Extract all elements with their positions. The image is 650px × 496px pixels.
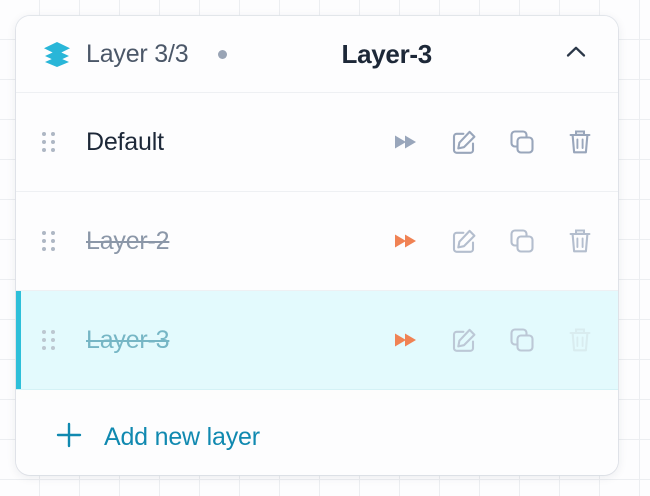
status-dot bbox=[218, 49, 228, 59]
table-row[interactable]: Layer-3 bbox=[16, 291, 618, 390]
layer-name-label: Layer-2 bbox=[86, 226, 170, 255]
drag-handle-icon[interactable] bbox=[42, 330, 56, 350]
drag-handle-icon[interactable] bbox=[42, 231, 56, 251]
edit-icon[interactable] bbox=[448, 324, 480, 356]
row-actions bbox=[390, 324, 596, 356]
row-actions bbox=[390, 126, 596, 158]
table-row[interactable]: Default bbox=[16, 93, 618, 192]
duplicate-icon[interactable] bbox=[506, 126, 538, 158]
add-new-layer-button[interactable]: Add new layer bbox=[54, 420, 260, 455]
delete-icon[interactable] bbox=[564, 225, 596, 257]
duplicate-icon[interactable] bbox=[506, 225, 538, 257]
plus-icon bbox=[54, 420, 84, 455]
drag-handle-icon[interactable] bbox=[42, 132, 56, 152]
add-new-layer-label: Add new layer bbox=[104, 422, 260, 451]
fast-forward-icon[interactable] bbox=[390, 126, 422, 158]
panel-footer: Add new layer bbox=[16, 399, 618, 475]
layer-name-label: Layer-3 bbox=[86, 325, 170, 354]
collapse-panel-button[interactable] bbox=[556, 34, 596, 74]
header-left-group: Layer 3/3 bbox=[42, 39, 228, 69]
edit-icon[interactable] bbox=[448, 225, 480, 257]
layer-count-label: Layer 3/3 bbox=[86, 39, 189, 68]
fast-forward-icon[interactable] bbox=[390, 324, 422, 356]
duplicate-icon[interactable] bbox=[506, 324, 538, 356]
layers-stack-icon bbox=[42, 40, 72, 68]
row-actions bbox=[390, 225, 596, 257]
table-row[interactable]: Layer-2 bbox=[16, 192, 618, 291]
panel-header: Layer 3/3 Layer-3 bbox=[16, 16, 618, 93]
delete-icon[interactable] bbox=[564, 126, 596, 158]
layer-name-label: Default bbox=[86, 127, 164, 156]
chevron-up-icon bbox=[563, 39, 589, 70]
layers-panel: Layer 3/3 Layer-3 Default bbox=[16, 16, 618, 475]
page-title: Layer-3 bbox=[341, 38, 433, 69]
edit-icon[interactable] bbox=[448, 126, 480, 158]
delete-icon bbox=[564, 324, 596, 356]
fast-forward-icon[interactable] bbox=[390, 225, 422, 257]
layer-list: Default bbox=[16, 93, 618, 399]
